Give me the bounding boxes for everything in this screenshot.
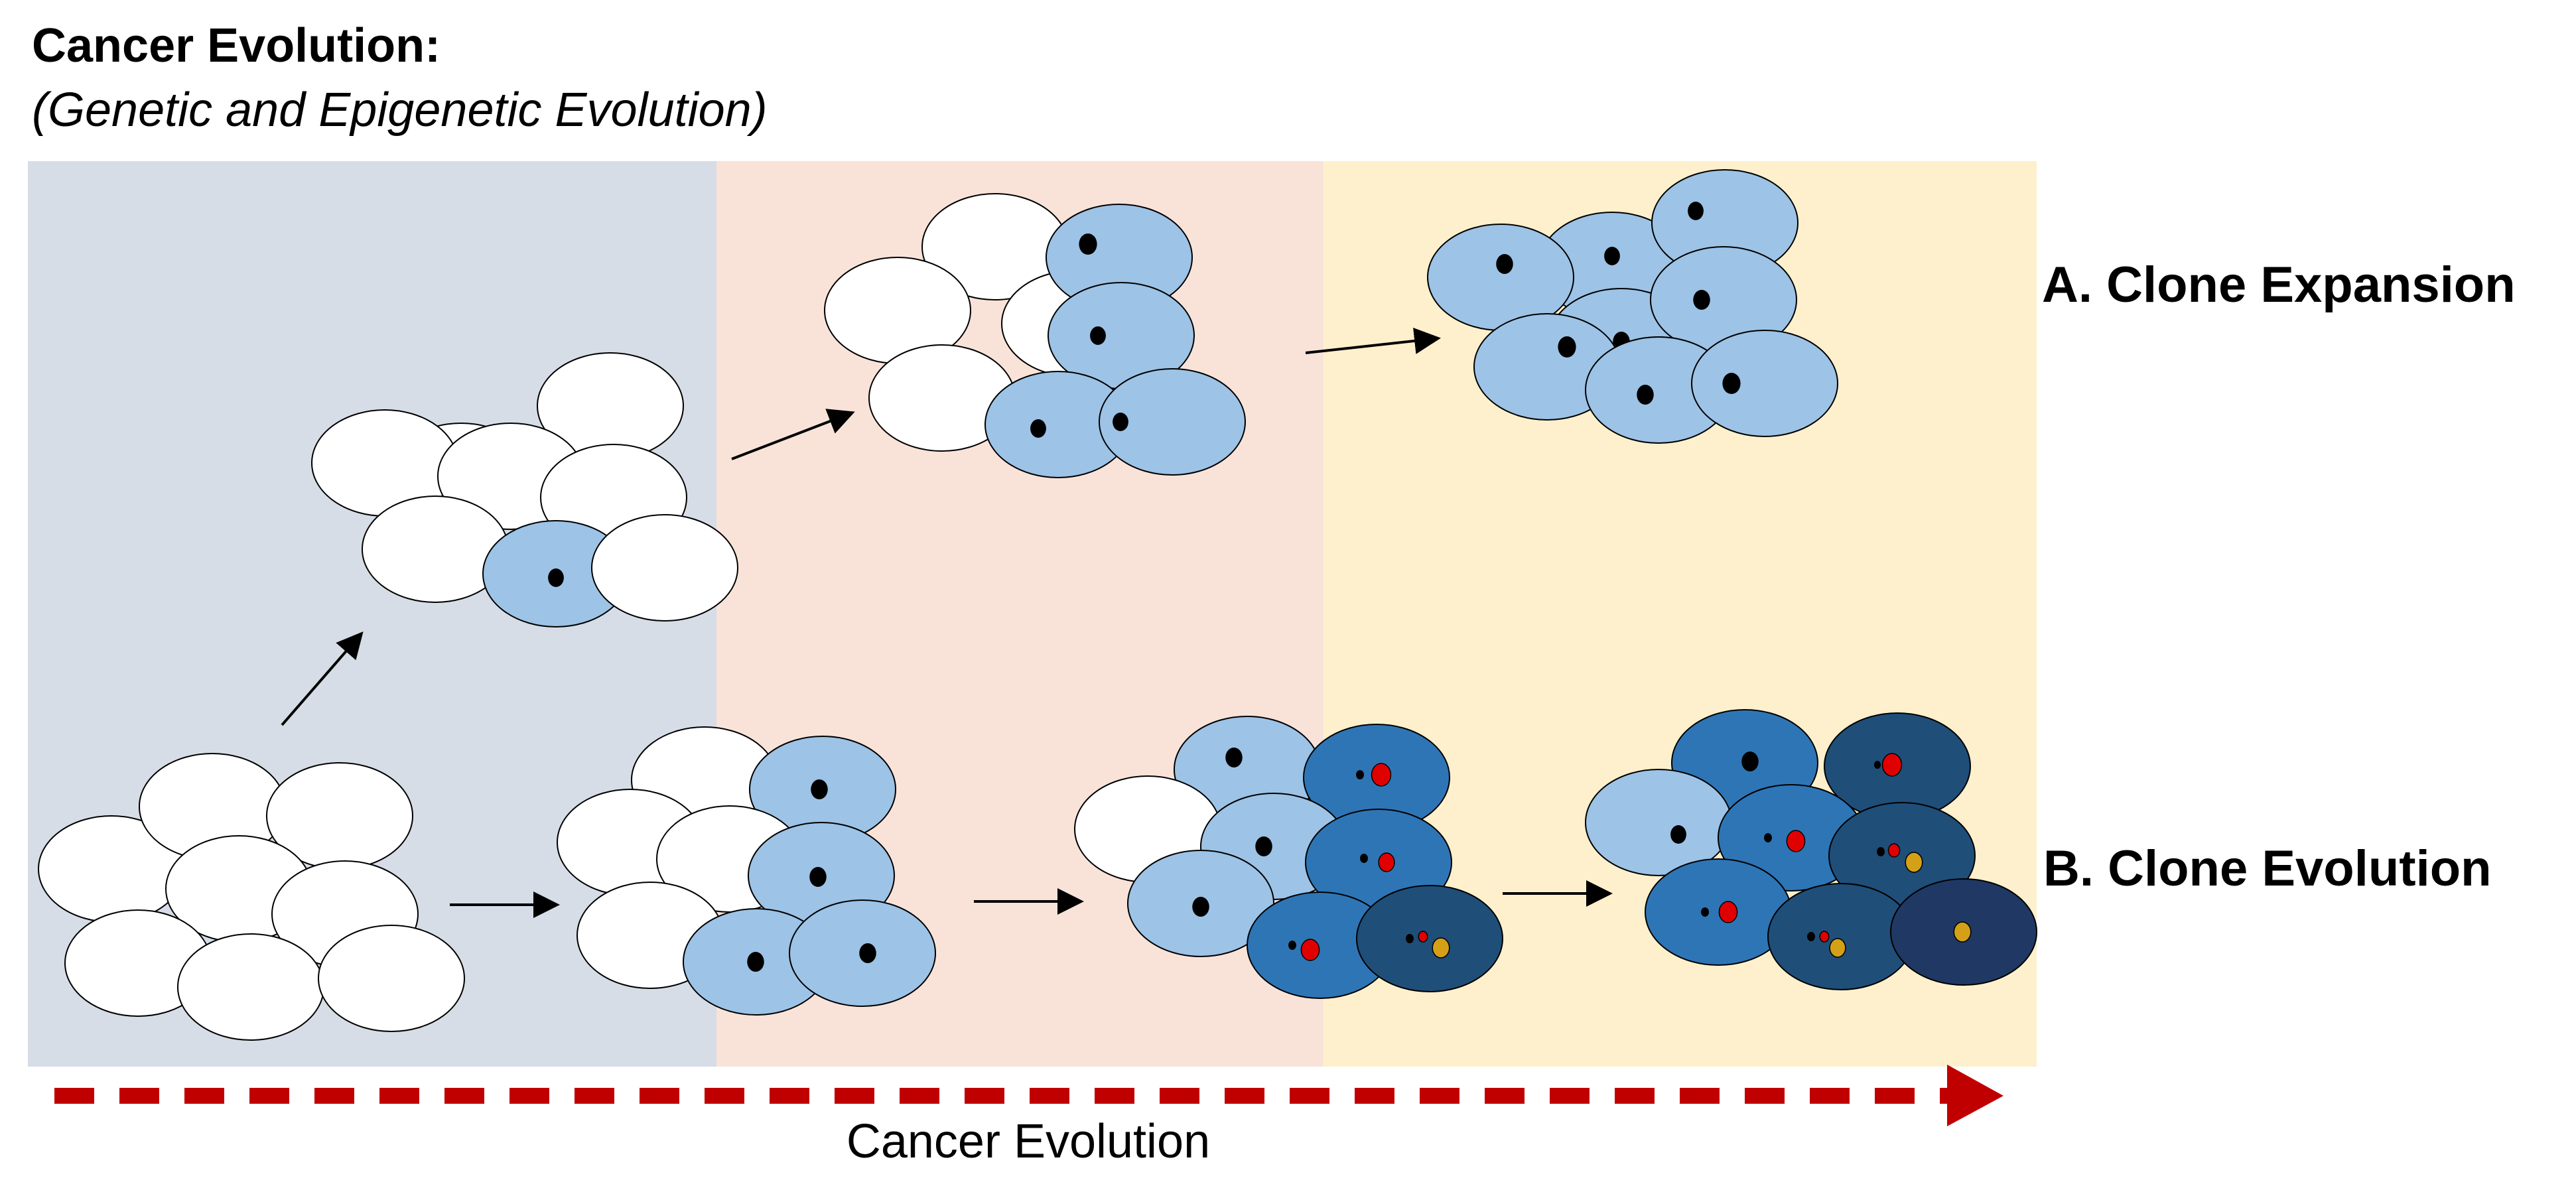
nucleus-mutation-dot: [1741, 752, 1759, 771]
nucleus-mutation-dot: [1356, 770, 1364, 779]
gold-mutation-dot: [1432, 937, 1450, 958]
red-mutation-dot: [1887, 843, 1901, 858]
progression-arrows: [281, 328, 1613, 918]
cluster-normal-tissue: [38, 753, 465, 1041]
nucleus-mutation-dot: [1090, 326, 1106, 345]
nucleus-mutation-dot: [1604, 247, 1620, 265]
clone-cell: [1645, 858, 1792, 966]
diagram-subtitle: (Genetic and Epigenetic Evolution): [32, 84, 768, 137]
nucleus-mutation-dot: [1701, 907, 1709, 917]
arrow-normal-to-expansion: [281, 631, 364, 726]
row-label-clone-expansion: A. Clone Expansion: [2042, 257, 2516, 313]
nucleus-mutation-dot: [1722, 373, 1741, 394]
nucleus-mutation-dot: [1558, 336, 1576, 358]
arrow-expansion-stage2-to-3: [1305, 328, 1441, 354]
nucleus-mutation-dot: [1192, 897, 1209, 917]
nucleus-mutation-dot: [747, 952, 764, 972]
red-mutation-dot: [1881, 753, 1903, 777]
nucleus-mutation-dot: [1225, 748, 1243, 767]
nucleus-mutation-dot: [1873, 761, 1881, 769]
nucleus-mutation-dot: [1255, 836, 1272, 856]
cluster-evolution-stage-3: [1585, 709, 2037, 990]
cluster-expansion-stage-3: [1427, 169, 1838, 444]
cluster-evolution-stage-2: [1074, 716, 1503, 999]
nucleus-mutation-dot: [1360, 854, 1368, 863]
nucleus-mutation-dot: [811, 779, 828, 799]
clone-cell: [1691, 330, 1838, 437]
red-mutation-dot: [1819, 931, 1830, 943]
nucleus-mutation-dot: [1406, 934, 1414, 943]
nucleus-mutation-dot: [859, 943, 876, 963]
nucleus-mutation-dot: [1693, 290, 1710, 310]
nucleus-mutation-dot: [809, 867, 827, 887]
timeline-label: Cancer Evolution: [847, 1115, 1210, 1168]
timeline-arrowhead: [1947, 1065, 2003, 1126]
diagram-title: Cancer Evolution:: [32, 19, 441, 72]
nucleus-mutation-dot: [1113, 413, 1128, 431]
row-label-clone-evolution: B. Clone Evolution: [2043, 840, 2492, 897]
nucleus-mutation-dot: [1877, 847, 1885, 856]
cluster-expansion-stage-1: [311, 352, 738, 627]
gold-mutation-dot: [1953, 921, 1972, 943]
red-mutation-dot: [1718, 901, 1738, 923]
red-mutation-dot: [1786, 830, 1806, 852]
nucleus-mutation-dot: [1637, 385, 1654, 405]
red-mutation-dot: [1378, 852, 1395, 872]
gold-mutation-dot: [1829, 938, 1846, 958]
cluster-expansion-stage-2: [824, 193, 1246, 478]
arrow-expansion-stage1-to-2: [731, 409, 855, 460]
nucleus-mutation-dot: [1764, 833, 1772, 842]
nucleus-mutation-dot: [1496, 254, 1513, 274]
normal-cell: [318, 925, 465, 1032]
nucleus-mutation-dot: [1670, 825, 1686, 844]
normal-cell: [591, 514, 738, 622]
red-mutation-dot: [1300, 939, 1320, 961]
gold-mutation-dot: [1905, 852, 1923, 873]
nucleus-mutation-dot: [1288, 941, 1296, 950]
nucleus-mutation-dot: [1030, 419, 1046, 438]
clone-cell: [1356, 885, 1503, 992]
normal-cell: [177, 933, 324, 1041]
nucleus-mutation-dot: [1688, 202, 1704, 220]
cluster-evolution-stage-1: [557, 726, 936, 1016]
red-mutation-dot: [1371, 763, 1392, 787]
clone-cell: [1099, 368, 1246, 476]
nucleus-mutation-dot: [1807, 932, 1815, 941]
red-mutation-dot: [1418, 931, 1428, 943]
nucleus-mutation-dot: [1079, 233, 1097, 255]
nucleus-mutation-dot: [548, 568, 564, 587]
cell-clusters: [38, 169, 2037, 1041]
